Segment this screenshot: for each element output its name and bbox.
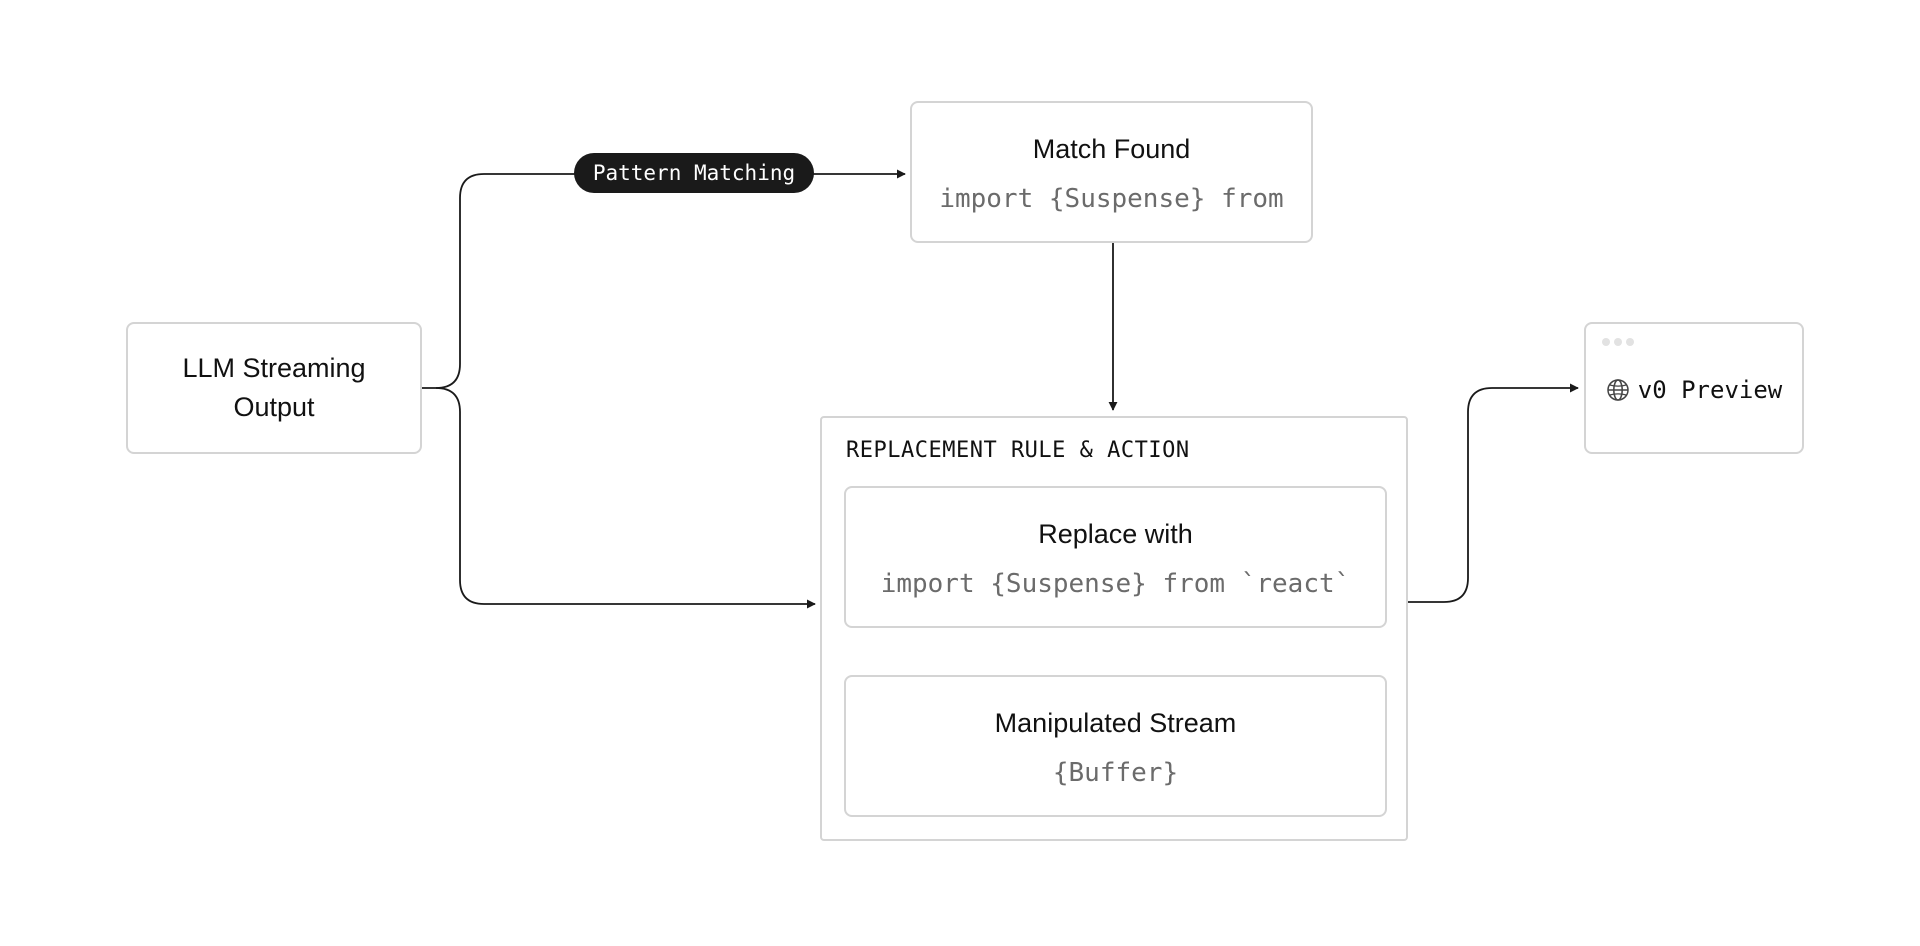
match-found-node: Match Found import {Suspense} from bbox=[910, 101, 1313, 243]
llm-output-title: LLM Streaming Output bbox=[182, 349, 365, 427]
window-dots bbox=[1602, 338, 1634, 346]
manipulated-stream-title: Manipulated Stream bbox=[994, 708, 1237, 739]
replace-with-code: import {Suspense} from `react` bbox=[880, 568, 1351, 599]
pattern-matching-label: Pattern Matching bbox=[592, 161, 796, 185]
replace-with-title: Replace with bbox=[1038, 519, 1193, 550]
globe-icon bbox=[1607, 379, 1629, 401]
window-dot bbox=[1626, 338, 1634, 346]
preview-content: v0 Preview bbox=[1586, 376, 1802, 404]
connector-replacement-to-preview bbox=[1408, 383, 1579, 603]
match-found-title: Match Found bbox=[1032, 134, 1191, 165]
replace-with-node: Replace with import {Suspense} from `rea… bbox=[844, 486, 1387, 628]
pattern-matching-badge: Pattern Matching bbox=[574, 153, 814, 193]
v0-preview-node: v0 Preview bbox=[1584, 322, 1804, 454]
window-dot bbox=[1614, 338, 1622, 346]
manipulated-stream-code: {Buffer} bbox=[1052, 757, 1179, 788]
llm-streaming-output-node: LLM Streaming Output bbox=[126, 322, 422, 454]
llm-output-title-line1: LLM Streaming bbox=[182, 352, 366, 383]
preview-label: v0 Preview bbox=[1637, 376, 1783, 404]
connector-llm-to-replacement bbox=[435, 387, 816, 609]
manipulated-stream-node: Manipulated Stream {Buffer} bbox=[844, 675, 1387, 817]
replacement-group-label: REPLACEMENT RULE & ACTION bbox=[846, 438, 1190, 463]
replacement-rule-group: REPLACEMENT RULE & ACTION Replace with i… bbox=[820, 416, 1408, 841]
connector-llm-to-match bbox=[422, 169, 906, 389]
window-dot bbox=[1602, 338, 1610, 346]
match-found-code: import {Suspense} from bbox=[939, 183, 1284, 214]
llm-output-title-line2: Output bbox=[233, 392, 315, 422]
